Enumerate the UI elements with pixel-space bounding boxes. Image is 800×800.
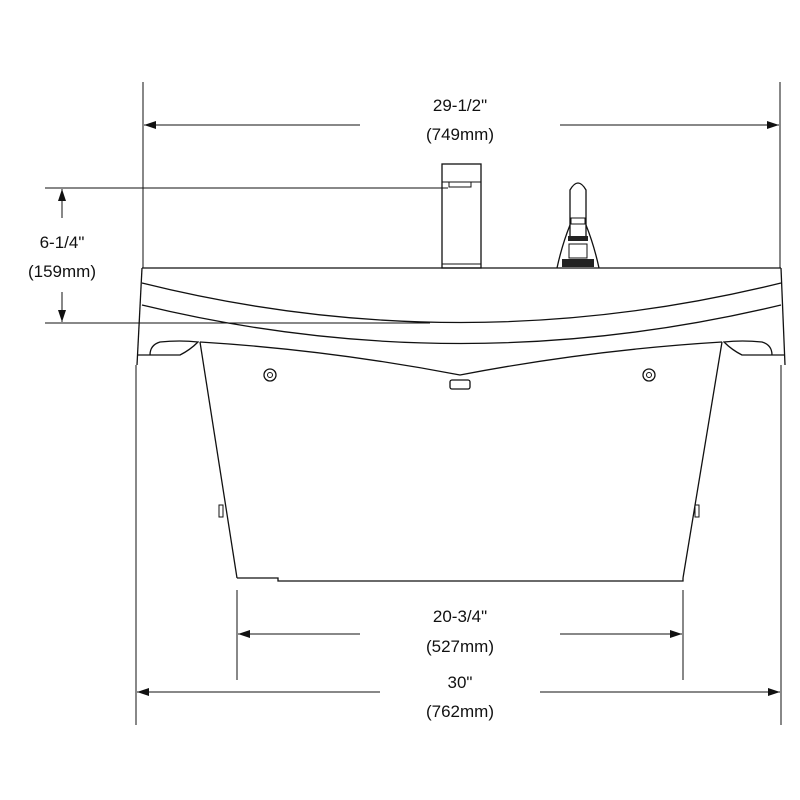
overall-width-dimension: 30" (762mm) xyxy=(135,365,782,725)
sink-body xyxy=(136,267,786,582)
panel-width-metric: (527mm) xyxy=(426,637,494,656)
top-width-imperial: 29-1/2" xyxy=(433,96,487,115)
rim-curve xyxy=(141,282,782,324)
drain-slot xyxy=(449,379,471,390)
faucet-height-dimension: 6-1/4" (159mm) xyxy=(28,187,448,324)
rim-curve xyxy=(141,304,782,345)
overall-width-metric: (762mm) xyxy=(426,702,494,721)
panel-width-dimension: 20-3/4" (527mm) xyxy=(236,590,684,680)
faucet-height-metric: (159mm) xyxy=(28,262,96,281)
overall-width-imperial: 30" xyxy=(448,673,473,692)
top-width-metric: (749mm) xyxy=(426,125,494,144)
panel-top-edge xyxy=(199,341,723,376)
top-width-dimension: 29-1/2" (749mm) xyxy=(142,82,781,268)
square-faucet xyxy=(441,163,482,269)
panel-width-imperial: 20-3/4" xyxy=(433,607,487,626)
sensor-faucet xyxy=(556,182,600,269)
faucet-height-imperial: 6-1/4" xyxy=(40,233,85,252)
screw-icon xyxy=(642,368,656,382)
screw-icon xyxy=(263,368,277,382)
